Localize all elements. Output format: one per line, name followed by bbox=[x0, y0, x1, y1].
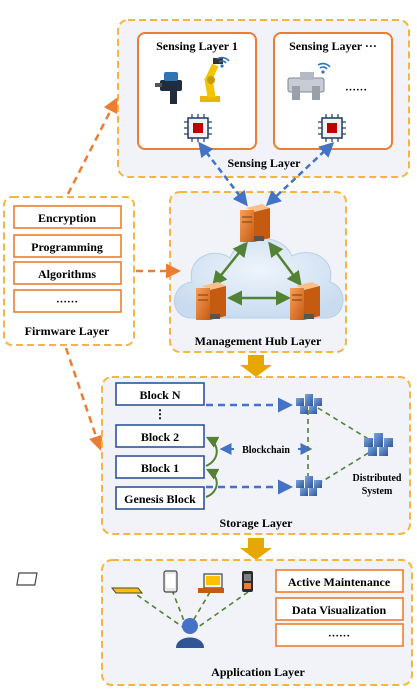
app-item-active-maintenance bbox=[275, 569, 404, 593]
machine-tool-icon bbox=[287, 72, 325, 100]
genesis-block bbox=[115, 486, 205, 510]
firmware-item-algorithms bbox=[13, 261, 122, 285]
storage-layer-title: Storage Layer bbox=[220, 516, 294, 530]
chain-link bbox=[205, 468, 220, 498]
blockchain-label: Blockchain bbox=[242, 445, 290, 456]
block-label: Block N bbox=[139, 388, 180, 402]
app-item-label: Active Maintenance bbox=[288, 575, 391, 589]
server-cluster-icon bbox=[296, 476, 322, 496]
down-arrow-icon bbox=[240, 538, 272, 560]
user-icon bbox=[176, 618, 204, 648]
drill-robot-icon bbox=[155, 72, 182, 104]
distributed-label: Distributed bbox=[353, 473, 402, 484]
block-ellipsis: ⋮ bbox=[154, 407, 166, 421]
server-icon bbox=[240, 204, 270, 242]
storage-layer: Block N ⋮ Block 2 Block 1 Genesis Block … bbox=[101, 376, 411, 535]
device-links bbox=[129, 589, 249, 631]
application-layer: Active Maintenance Data Visualization ··… bbox=[16, 559, 413, 686]
app-item-data-visualization bbox=[275, 597, 404, 621]
sensing-layer: Sensing Layer 1 bbox=[117, 19, 410, 178]
sensing-layer-1-box bbox=[137, 32, 257, 150]
firmware-item-encryption bbox=[13, 205, 122, 229]
chain-link bbox=[205, 436, 220, 467]
block-label: Block 1 bbox=[141, 461, 179, 475]
sensing-hub-link bbox=[198, 141, 248, 207]
sensing-layer-n-title: Sensing Layer ··· bbox=[289, 39, 377, 53]
firmware-layer: Encryption Programming Algorithms ······… bbox=[3, 196, 135, 346]
chip-icon bbox=[318, 114, 346, 142]
app-item-label: ······ bbox=[328, 630, 350, 642]
block-label: Block 2 bbox=[141, 430, 179, 444]
firmware-to-storage-arrow bbox=[64, 347, 104, 451]
mobile-phone-icon bbox=[242, 571, 253, 592]
sensing-hub-link bbox=[265, 141, 335, 207]
app-item-label: Data Visualization bbox=[292, 603, 387, 617]
block-n bbox=[115, 382, 205, 406]
hub-link bbox=[212, 241, 248, 287]
hub-link bbox=[268, 241, 302, 287]
wireless-signal-icon bbox=[317, 62, 331, 74]
laptop-icon bbox=[16, 572, 144, 594]
firmware-item-label: ······ bbox=[56, 296, 78, 308]
down-arrow-icon bbox=[240, 355, 272, 377]
block-1 bbox=[115, 455, 205, 479]
firmware-item-more bbox=[13, 289, 122, 313]
desktop-computer-icon bbox=[198, 573, 224, 593]
firmware-to-sensing-arrow bbox=[66, 97, 118, 195]
chip-icon bbox=[184, 114, 212, 142]
application-layer-title: Application Layer bbox=[211, 665, 305, 679]
sensing-layer-title: Sensing Layer bbox=[227, 156, 301, 170]
app-item-more bbox=[275, 623, 404, 647]
wireless-signal-icon bbox=[216, 56, 230, 68]
firmware-item-programming bbox=[13, 234, 122, 258]
firmware-item-label: Algorithms bbox=[38, 267, 96, 281]
server-icon bbox=[290, 282, 320, 320]
server-cluster-icon bbox=[296, 394, 322, 414]
firmware-item-label: Programming bbox=[31, 240, 103, 254]
tablet-icon bbox=[163, 570, 178, 593]
block-2 bbox=[115, 424, 205, 448]
management-hub-title: Management Hub Layer bbox=[195, 334, 322, 348]
sensing-ellipsis: ······ bbox=[345, 84, 367, 96]
block-label: Genesis Block bbox=[124, 492, 196, 506]
robot-arm-icon bbox=[200, 58, 223, 102]
server-cluster-icon bbox=[364, 433, 393, 456]
distributed-links bbox=[307, 407, 371, 485]
firmware-item-label: Encryption bbox=[38, 211, 96, 225]
distributed-label: System bbox=[362, 486, 393, 497]
server-icon bbox=[196, 282, 226, 320]
firmware-layer-title: Firmware Layer bbox=[25, 324, 110, 338]
management-hub-layer: Management Hub Layer bbox=[169, 191, 347, 353]
sensing-layer-1-title: Sensing Layer 1 bbox=[156, 39, 238, 53]
